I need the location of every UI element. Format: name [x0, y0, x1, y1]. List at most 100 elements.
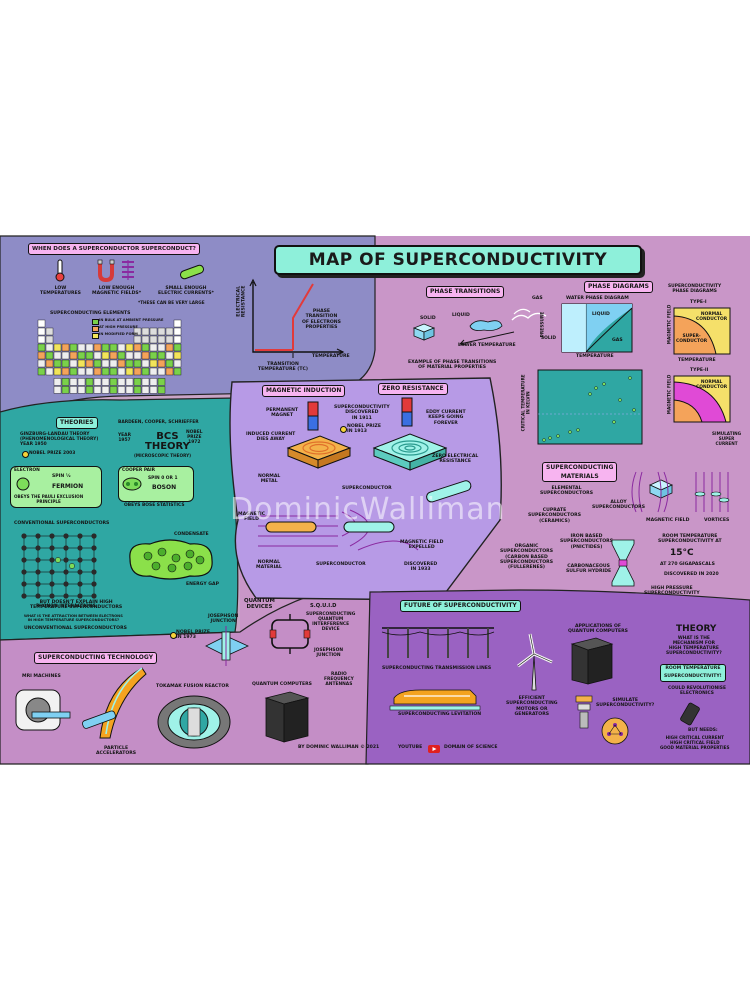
lattice-ion — [49, 545, 55, 551]
josephson-label: JOSEPHSON JUNCTION — [208, 614, 239, 625]
zero-nobel-medal-icon — [340, 426, 347, 433]
bcs-year: YEAR 1957 — [118, 433, 131, 444]
resistance-label: ELECTRICAL RESISTANCE — [236, 285, 247, 318]
element-cell — [101, 359, 110, 368]
lower-temp-label: LOWER TEMPERATURE — [458, 343, 516, 348]
bcs-nobel: NOBEL PRIZE 1972 — [186, 430, 203, 446]
element-cell — [125, 343, 134, 352]
but-label: BUT DOESN'T EXPLAIN HIGH TEMPERATURE SUP… — [30, 600, 123, 611]
element-cell — [45, 327, 54, 336]
steam-icon — [511, 308, 547, 321]
critical-temp-chart — [537, 369, 643, 445]
lattice-ion — [49, 557, 55, 563]
water-gas-label: GAS — [612, 338, 623, 343]
element-cell — [61, 386, 70, 394]
discovered-2020: DISCOVERED IN 2020 — [664, 572, 719, 577]
element-cell — [141, 367, 150, 376]
lattice-ion — [21, 569, 27, 575]
water-phase-diagram — [561, 303, 633, 353]
element-cell — [133, 378, 142, 386]
elemental-label: ELEMENTAL SUPERCONDUCTORS — [540, 486, 594, 497]
lattice-ion — [35, 593, 41, 599]
element-cell — [93, 386, 102, 394]
superconductor-block — [372, 433, 448, 471]
credit: BY DOMINIC WALLIMAN © 2021 — [298, 745, 380, 750]
temperature-label: TEMPERATURE — [312, 354, 350, 359]
josephson2-label: JOSEPHSON JUNCTION — [314, 648, 343, 659]
element-cell — [149, 327, 158, 336]
lattice-ion — [35, 533, 41, 539]
bose-label: OBEYS BOSE STATISTICS — [124, 503, 185, 508]
element-cell — [77, 367, 86, 376]
zero-heading: ZERO RESISTANCE — [378, 383, 448, 395]
josephson-nobel: NOBEL PRIZE IN 1973 — [176, 630, 210, 641]
cylinder-icon — [426, 480, 472, 503]
zero-sc-label: SUPERCONDUCTOR — [342, 486, 392, 491]
legend-swatch-ambient — [92, 319, 99, 325]
element-cell — [101, 343, 110, 352]
lattice-ion — [63, 569, 69, 575]
lattice-ion — [35, 569, 41, 575]
element-cell — [133, 335, 142, 344]
needs-list: HIGH CRITICAL CURRENT HIGH CRITICAL FIEL… — [660, 735, 730, 750]
element-cell — [77, 343, 86, 352]
youtube-icon[interactable] — [428, 745, 440, 753]
boson-label: BOSON — [152, 484, 177, 491]
element-cell — [93, 359, 102, 368]
element-cell — [117, 367, 126, 376]
youtube-label: YOUTUBE — [398, 745, 423, 750]
element-cell — [117, 386, 126, 394]
element-cell — [85, 367, 94, 376]
room-temp-label: ROOM TEMPERATURE SUPERCONDUCTIVITY AT — [658, 534, 722, 545]
element-cell — [109, 386, 118, 394]
type1-diagram — [673, 307, 731, 355]
element-cell — [53, 343, 62, 352]
channel-label[interactable]: DOMAIN OF SCIENCE — [444, 745, 498, 750]
element-cell — [85, 343, 94, 352]
element-cell — [141, 359, 150, 368]
lattice-ion — [63, 545, 69, 551]
quantum-box-icon — [570, 637, 614, 685]
lattice-ion — [21, 533, 27, 539]
phone-icon — [680, 702, 700, 726]
lattice-ion — [91, 593, 97, 599]
element-cell — [133, 343, 142, 352]
legend-modified: IN MODIFIED FORM — [99, 332, 138, 336]
element-cell — [109, 351, 118, 360]
cooper-label: COOPER PAIR — [122, 468, 156, 473]
induced-current-label: INDUCED CURRENT DIES AWAY — [246, 432, 296, 443]
type1-sc: SUPER- CONDUCTOR — [676, 334, 708, 345]
element-cell — [141, 386, 150, 394]
element-cell — [173, 367, 182, 376]
meissner-diagram — [258, 509, 419, 551]
water-pd-title: WATER PHASE DIAGRAM — [566, 296, 629, 301]
element-cell — [109, 359, 118, 368]
element-cell — [53, 359, 62, 368]
element-cell — [157, 343, 166, 352]
lattice-ion — [91, 557, 97, 563]
lattice-ion — [21, 581, 27, 587]
water-temp-label: TEMPERATURE — [576, 354, 614, 359]
fermion-label: FERMION — [52, 483, 84, 490]
element-cell — [77, 386, 86, 394]
element-cell — [173, 351, 182, 360]
lattice-ion — [77, 545, 83, 551]
meissner-discovered: DISCOVERED IN 1933 — [404, 562, 438, 573]
lattice-ion — [77, 533, 83, 539]
room-temp-value: 15°C — [670, 548, 694, 558]
condensate-blob — [129, 539, 213, 580]
organic-label: ORGANIC SUPERCONDUCTORS (CARBON BASED SU… — [500, 544, 554, 571]
spin-half: SPIN ½ — [52, 474, 71, 479]
element-cell — [69, 359, 78, 368]
element-cell — [61, 378, 70, 386]
bcs-theory: BCS THEORY — [145, 431, 190, 452]
field-lines-left-icon — [631, 471, 669, 513]
mag-field-label: MAGNETIC FIELD — [238, 512, 266, 523]
materials-field-label: MAGNETIC FIELD — [646, 518, 690, 523]
small-current-label: SMALL ENOUGH ELECTRIC CURRENTS* — [158, 286, 214, 297]
lab-equipment-icon — [575, 695, 593, 729]
element-cell — [93, 378, 102, 386]
lower-temp-arrow — [458, 331, 515, 346]
lattice-ion — [35, 545, 41, 551]
elements-title: SUPERCONDUCTING ELEMENTS — [50, 311, 131, 316]
